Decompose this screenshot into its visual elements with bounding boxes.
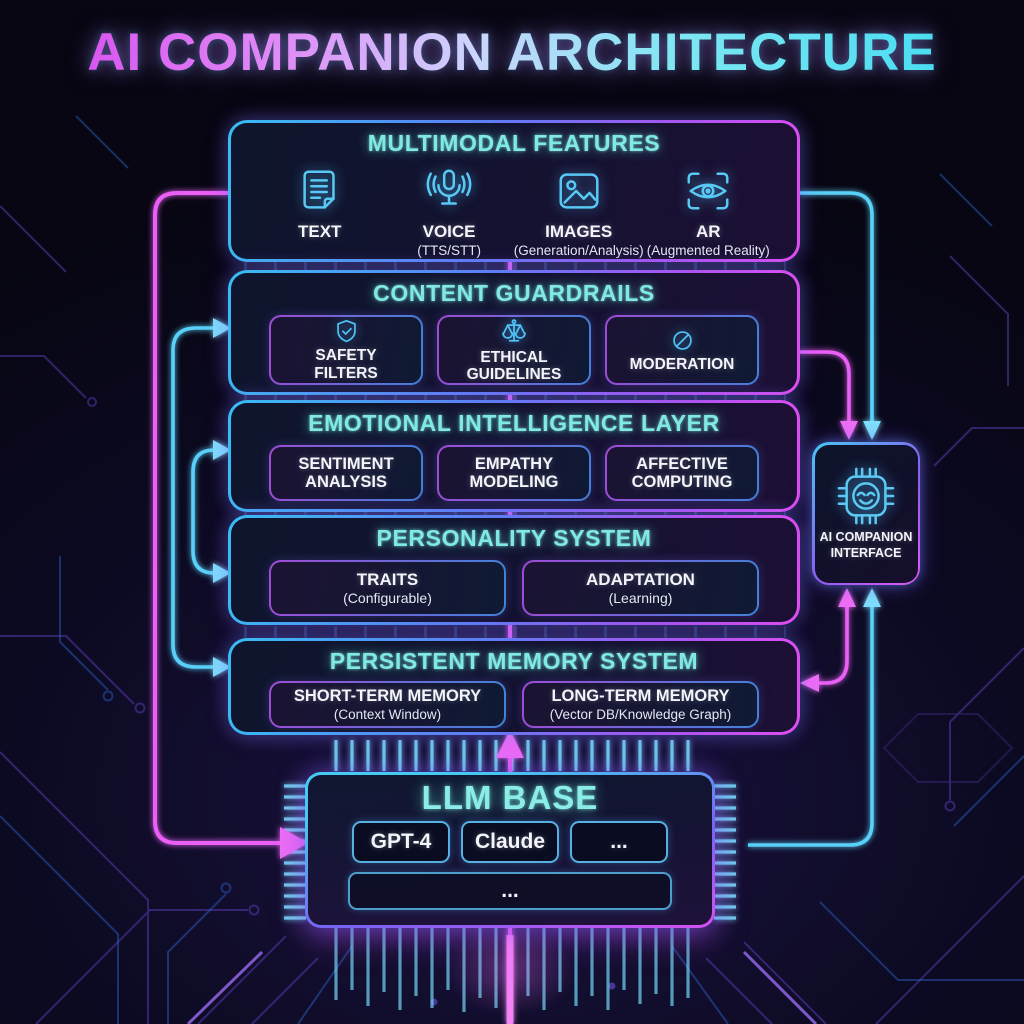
feedback-bus-left bbox=[171, 326, 215, 669]
ai-companion-interface-box: AI COMPANION INTERFACE bbox=[812, 442, 920, 585]
scales-icon bbox=[499, 317, 529, 347]
adaptation-card: ADAPTATION (Learning) bbox=[522, 560, 759, 616]
empathy-modeling-card: EMPATHY MODELING bbox=[437, 445, 591, 501]
multimodal-features-box: MULTIMODAL FEATURES TEXT bbox=[228, 120, 800, 262]
feature-label: AR bbox=[696, 222, 721, 241]
feature-voice: VOICE (TTS/STT) bbox=[384, 163, 513, 258]
text-document-icon bbox=[295, 163, 345, 219]
flow-multimodal-to-interface bbox=[748, 191, 874, 847]
feature-images: IMAGES (Generation/Analysis) bbox=[514, 163, 644, 258]
flow-multimodal-to-llm bbox=[153, 191, 281, 845]
feature-ar: AR (Augmented Reality) bbox=[644, 163, 773, 258]
interface-arrows bbox=[800, 421, 881, 692]
card-sublabel: (Vector DB/Knowledge Graph) bbox=[549, 706, 732, 722]
short-term-memory-card: SHORT-TERM MEMORY (Context Window) bbox=[269, 681, 506, 728]
card-label: SAFETY FILTERS bbox=[314, 347, 378, 382]
card-label: TRAITS bbox=[356, 569, 419, 589]
emotional-title: EMOTIONAL INTELLIGENCE LAYER bbox=[308, 410, 720, 436]
interface-label: AI COMPANION INTERFACE bbox=[819, 530, 913, 560]
card-sublabel: (Context Window) bbox=[333, 706, 442, 722]
multimodal-title: MULTIMODAL FEATURES bbox=[367, 130, 661, 156]
card-label: ADAPTATION bbox=[586, 569, 695, 589]
llm-model-gpt4: GPT-4 bbox=[352, 821, 450, 863]
feature-sublabel: (Generation/Analysis) bbox=[513, 243, 644, 258]
llm-model-other: ... bbox=[570, 821, 668, 863]
llm-more-models: ... bbox=[348, 872, 672, 910]
card-label: MODERATION bbox=[629, 355, 735, 373]
ethical-guidelines-card: ETHICAL GUIDELINES bbox=[437, 315, 591, 385]
llm-title: LLM BASE bbox=[421, 779, 599, 816]
microphone-icon bbox=[424, 163, 474, 219]
content-guardrails-box: CONTENT GUARDRAILS SAFETY FILTERS bbox=[228, 270, 800, 395]
card-label: EMPATHY MODELING bbox=[469, 454, 559, 491]
llm-model-claude: Claude bbox=[461, 821, 559, 863]
memory-title: PERSISTENT MEMORY SYSTEM bbox=[329, 648, 699, 674]
long-term-memory-card: LONG-TERM MEMORY (Vector DB/Knowledge Gr… bbox=[522, 681, 759, 728]
card-label: SHORT-TERM MEMORY bbox=[293, 687, 482, 706]
emotional-intelligence-box: EMOTIONAL INTELLIGENCE LAYER SENTIMENT A… bbox=[228, 400, 800, 512]
safety-filters-card: SAFETY FILTERS bbox=[269, 315, 423, 385]
guardrails-title: CONTENT GUARDRAILS bbox=[373, 280, 655, 306]
affective-computing-card: AFFECTIVE COMPUTING bbox=[605, 445, 759, 501]
feature-label: IMAGES bbox=[545, 222, 613, 241]
arrows-into-layers bbox=[213, 318, 231, 677]
feature-sublabel: (Augmented Reality) bbox=[646, 243, 770, 258]
image-icon bbox=[554, 163, 604, 219]
chip-pins-bottom bbox=[334, 926, 690, 1012]
personality-title: PERSONALITY SYSTEM bbox=[376, 525, 652, 551]
page-title: AI COMPANION ARCHITECTURE bbox=[0, 22, 1024, 83]
chip-face-icon bbox=[835, 465, 897, 527]
card-label: SENTIMENT ANALYSIS bbox=[298, 454, 394, 491]
llm-base-chip: LLM BASE GPT-4 Claude ... ... bbox=[305, 772, 715, 928]
persistent-memory-box: PERSISTENT MEMORY SYSTEM SHORT-TERM MEMO… bbox=[228, 638, 800, 735]
traits-card: TRAITS (Configurable) bbox=[269, 560, 506, 616]
arrow-into-llm bbox=[280, 827, 308, 859]
card-sublabel: (Configurable) bbox=[343, 590, 432, 607]
flow-guardrails-to-interface bbox=[800, 350, 851, 685]
card-sublabel: (Learning) bbox=[608, 590, 673, 607]
feature-sublabel: (TTS/STT) bbox=[417, 243, 481, 258]
feature-row: TEXT VOICE (TTS/STT) bbox=[231, 157, 797, 258]
feature-label: TEXT bbox=[297, 222, 342, 241]
moderation-card: MODERATION bbox=[605, 315, 759, 385]
ar-eye-icon bbox=[683, 163, 733, 219]
prohibition-icon bbox=[669, 327, 696, 354]
card-label: ETHICAL GUIDELINES bbox=[466, 348, 562, 383]
sentiment-analysis-card: SENTIMENT ANALYSIS bbox=[269, 445, 423, 501]
shield-check-icon bbox=[333, 318, 360, 345]
personality-system-box: PERSONALITY SYSTEM TRAITS (Configurable)… bbox=[228, 515, 800, 625]
card-label: LONG-TERM MEMORY bbox=[551, 687, 730, 706]
card-label: AFFECTIVE COMPUTING bbox=[631, 454, 733, 491]
feature-text: TEXT bbox=[255, 163, 384, 258]
feature-label: VOICE bbox=[422, 222, 476, 241]
